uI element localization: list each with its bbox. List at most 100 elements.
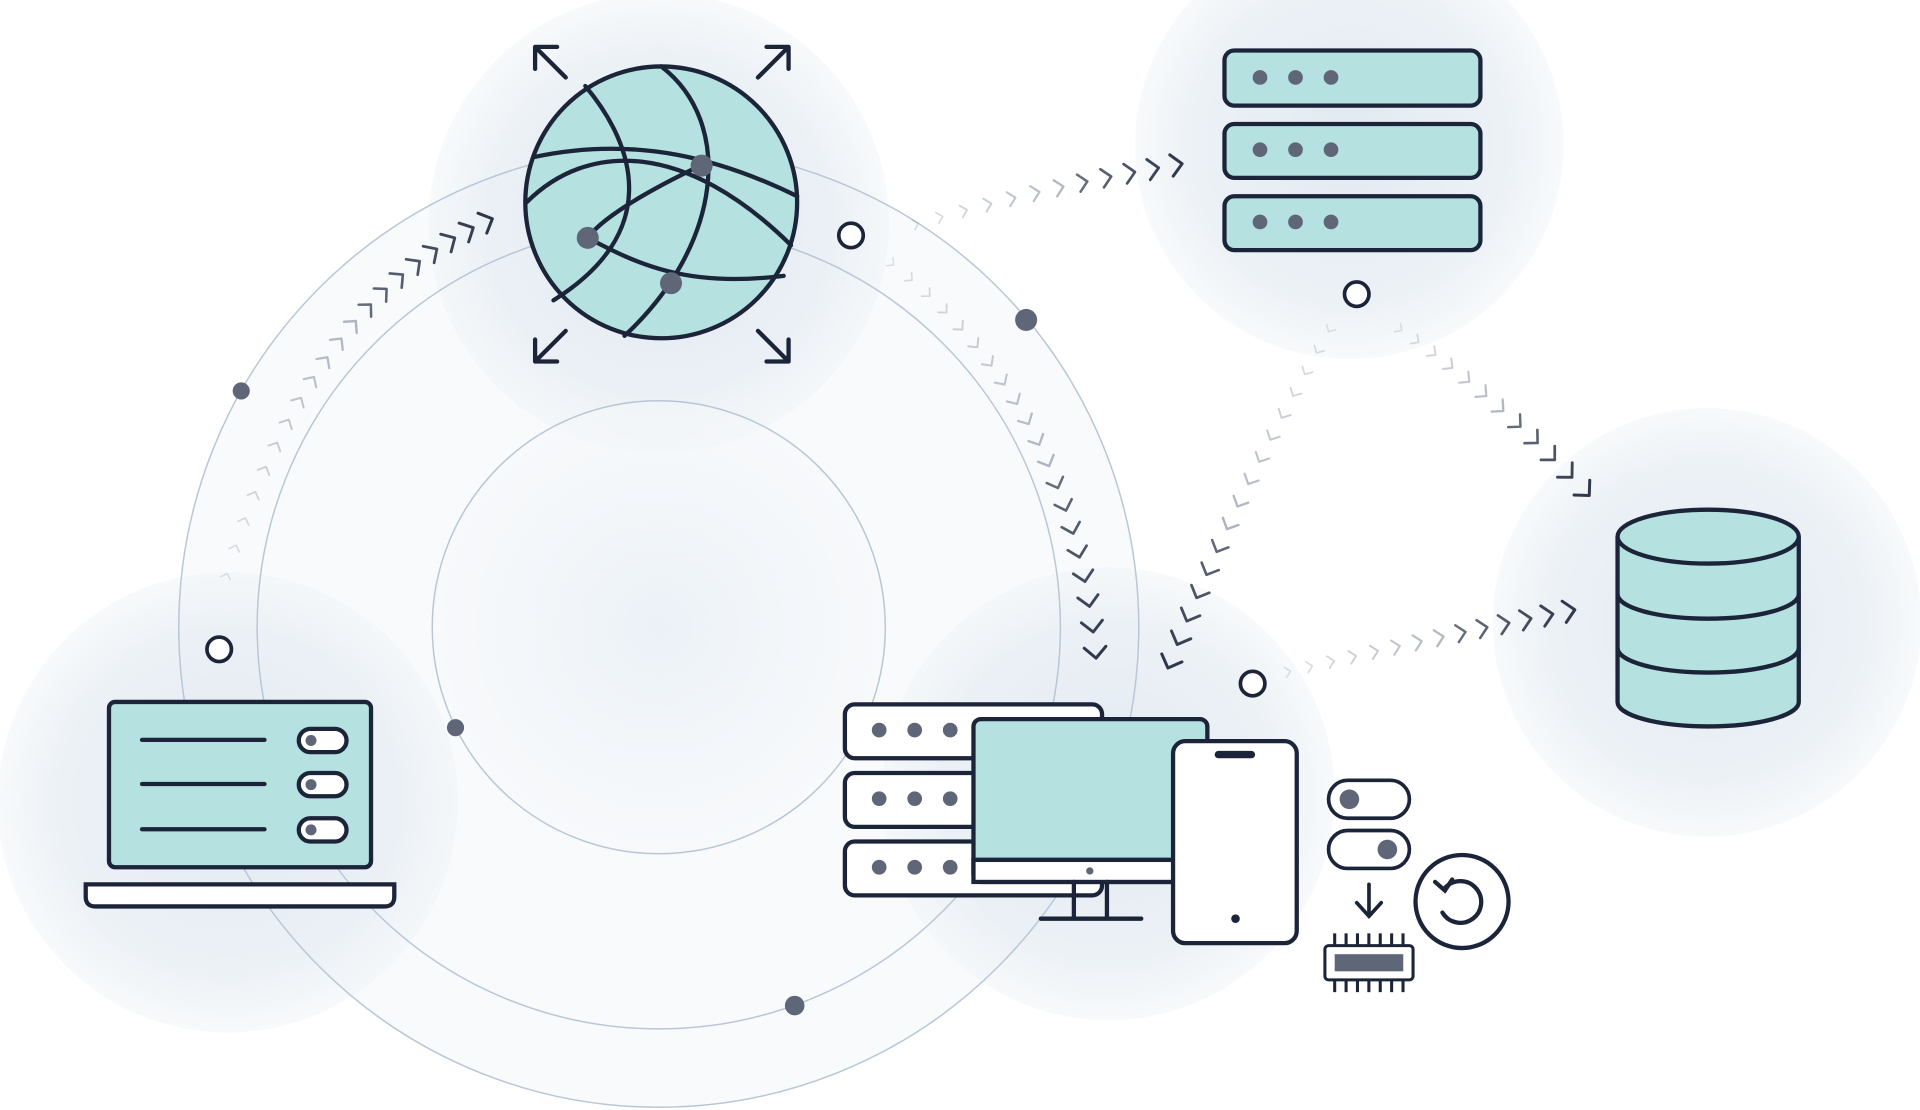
orbit-dot: [784, 995, 805, 1016]
chevron-arrow-icon: [1326, 655, 1336, 669]
orbit-dot: [232, 382, 250, 400]
chevron-arrow-icon: [1243, 472, 1260, 486]
chevron-arrow-icon: [1556, 461, 1574, 479]
toggle-switch-icon: [296, 726, 349, 755]
chevron-arrow-icon: [1304, 660, 1314, 674]
connection-globe-to-devices: [885, 257, 1108, 660]
chevron-arrow-icon: [885, 257, 895, 267]
chevron-arrow-icon: [1266, 429, 1281, 441]
chevron-arrow-icon: [1539, 604, 1555, 628]
chevron-arrow-icon: [1560, 599, 1577, 624]
refresh-icon: [1413, 852, 1511, 951]
chevron-arrow-icon: [1210, 538, 1230, 554]
desktop-monitor-icon: [971, 716, 1210, 921]
chevron-arrow-icon: [1005, 392, 1021, 406]
chevron-arrow-icon: [1005, 191, 1017, 208]
chevron-arrow-icon: [1076, 593, 1100, 608]
chevron-arrow-icon: [290, 396, 305, 409]
chevron-arrow-icon: [1029, 185, 1041, 203]
laptop-icon: [83, 699, 397, 909]
chevron-arrow-icon: [421, 244, 439, 265]
chevron-arrow-icon: [1289, 386, 1303, 397]
chevron-arrow-icon: [1169, 629, 1193, 646]
toggle-switch-icon: [1326, 778, 1412, 821]
globe-node-dots: [576, 154, 713, 295]
chevron-arrow-icon: [1071, 568, 1095, 583]
chevron-arrow-icon: [1411, 634, 1423, 652]
orbit-dots: [205, 221, 1371, 1016]
globe-node: [660, 272, 683, 295]
chevron-arrow-icon: [237, 517, 250, 526]
chevron-arrow-icon: [952, 319, 964, 331]
server-rack-icon: [1222, 48, 1483, 253]
chevron-arrow-icon: [1496, 614, 1511, 636]
chevron-arrow-icon: [1145, 158, 1161, 182]
chevron-arrow-icon: [372, 287, 388, 303]
chevron-arrow-icon: [1232, 494, 1250, 508]
chevron-arrow-icon: [328, 337, 344, 352]
orbit-dot: [446, 719, 465, 737]
globe-meridian: [531, 146, 800, 199]
devices-cluster-icon: [842, 702, 1511, 993]
chevron-arrow-icon: [1179, 606, 1202, 623]
connection-arrows: [220, 153, 1592, 679]
chevron-arrow-icon: [476, 211, 494, 235]
chevron-arrow-icon: [1283, 666, 1292, 679]
expand-arrows-icon: [532, 44, 791, 364]
chevron-arrow-icon: [1079, 618, 1104, 634]
connector-ring: [1238, 669, 1267, 698]
chevron-arrow-icon: [1523, 428, 1539, 445]
chevron-arrow-icon: [1027, 432, 1045, 446]
connection-laptop-to-globe: [220, 211, 494, 581]
connector-ring: [836, 221, 866, 250]
chevron-arrow-icon: [1168, 153, 1184, 178]
chevron-arrow-icon: [1506, 413, 1522, 429]
chevron-arrow-icon: [1301, 365, 1314, 376]
chevron-arrow-icon: [1368, 644, 1380, 661]
globe-meridian: [622, 64, 711, 338]
down-arrow-icon: [1354, 882, 1384, 919]
chevron-arrow-icon: [342, 319, 358, 335]
chevron-arrow-icon: [1539, 444, 1557, 462]
chevron-arrow-icon: [1458, 370, 1471, 384]
chevron-arrow-icon: [1036, 453, 1055, 468]
chevron-arrow-icon: [967, 337, 980, 349]
globe-network-icon: [523, 44, 800, 364]
chevron-arrow-icon: [1425, 345, 1437, 357]
chevron-arrow-icon: [1454, 624, 1467, 644]
chevron-arrow-icon: [1200, 561, 1221, 577]
globe-meridian: [551, 83, 632, 303]
chevron-arrow-icon: [1393, 322, 1403, 333]
server-unit: [1222, 48, 1483, 108]
chevron-arrow-icon: [1390, 639, 1401, 656]
chevron-arrow-icon: [220, 572, 232, 581]
chevron-arrow-icon: [1277, 407, 1292, 419]
chevron-arrow-icon: [246, 490, 260, 501]
inner-ring: [431, 399, 887, 855]
chevron-arrow-icon: [911, 218, 920, 231]
chevron-arrow-icon: [1160, 652, 1184, 670]
chevron-arrow-icon: [1347, 650, 1358, 665]
chevron-arrow-icon: [1572, 478, 1592, 497]
chevron-arrow-icon: [315, 356, 331, 370]
connection-devices-to-database: [1283, 599, 1577, 679]
chevron-arrow-icon: [1475, 618, 1489, 640]
chip-pins: [1333, 933, 1405, 993]
smartphone-icon: [1170, 738, 1299, 946]
globe-meridian: [524, 158, 794, 248]
chevron-arrow-icon: [920, 287, 931, 298]
orbit-dot: [1015, 308, 1038, 331]
server-unit: [1222, 194, 1483, 253]
chevron-arrow-icon: [1016, 412, 1033, 426]
chevron-arrow-icon: [958, 204, 969, 219]
chevron-arrow-icon: [302, 375, 318, 389]
chevron-arrow-icon: [357, 303, 373, 319]
connection-server-rack-to-database: [1393, 322, 1592, 497]
chevron-arrow-icon: [228, 544, 241, 553]
globe-node: [690, 154, 713, 177]
chevron-arrow-icon: [278, 418, 293, 431]
database-icon: [1615, 507, 1801, 729]
chevron-arrow-icon: [1518, 609, 1533, 632]
laptop-base: [83, 882, 397, 909]
chevron-arrow-icon: [1442, 357, 1454, 370]
